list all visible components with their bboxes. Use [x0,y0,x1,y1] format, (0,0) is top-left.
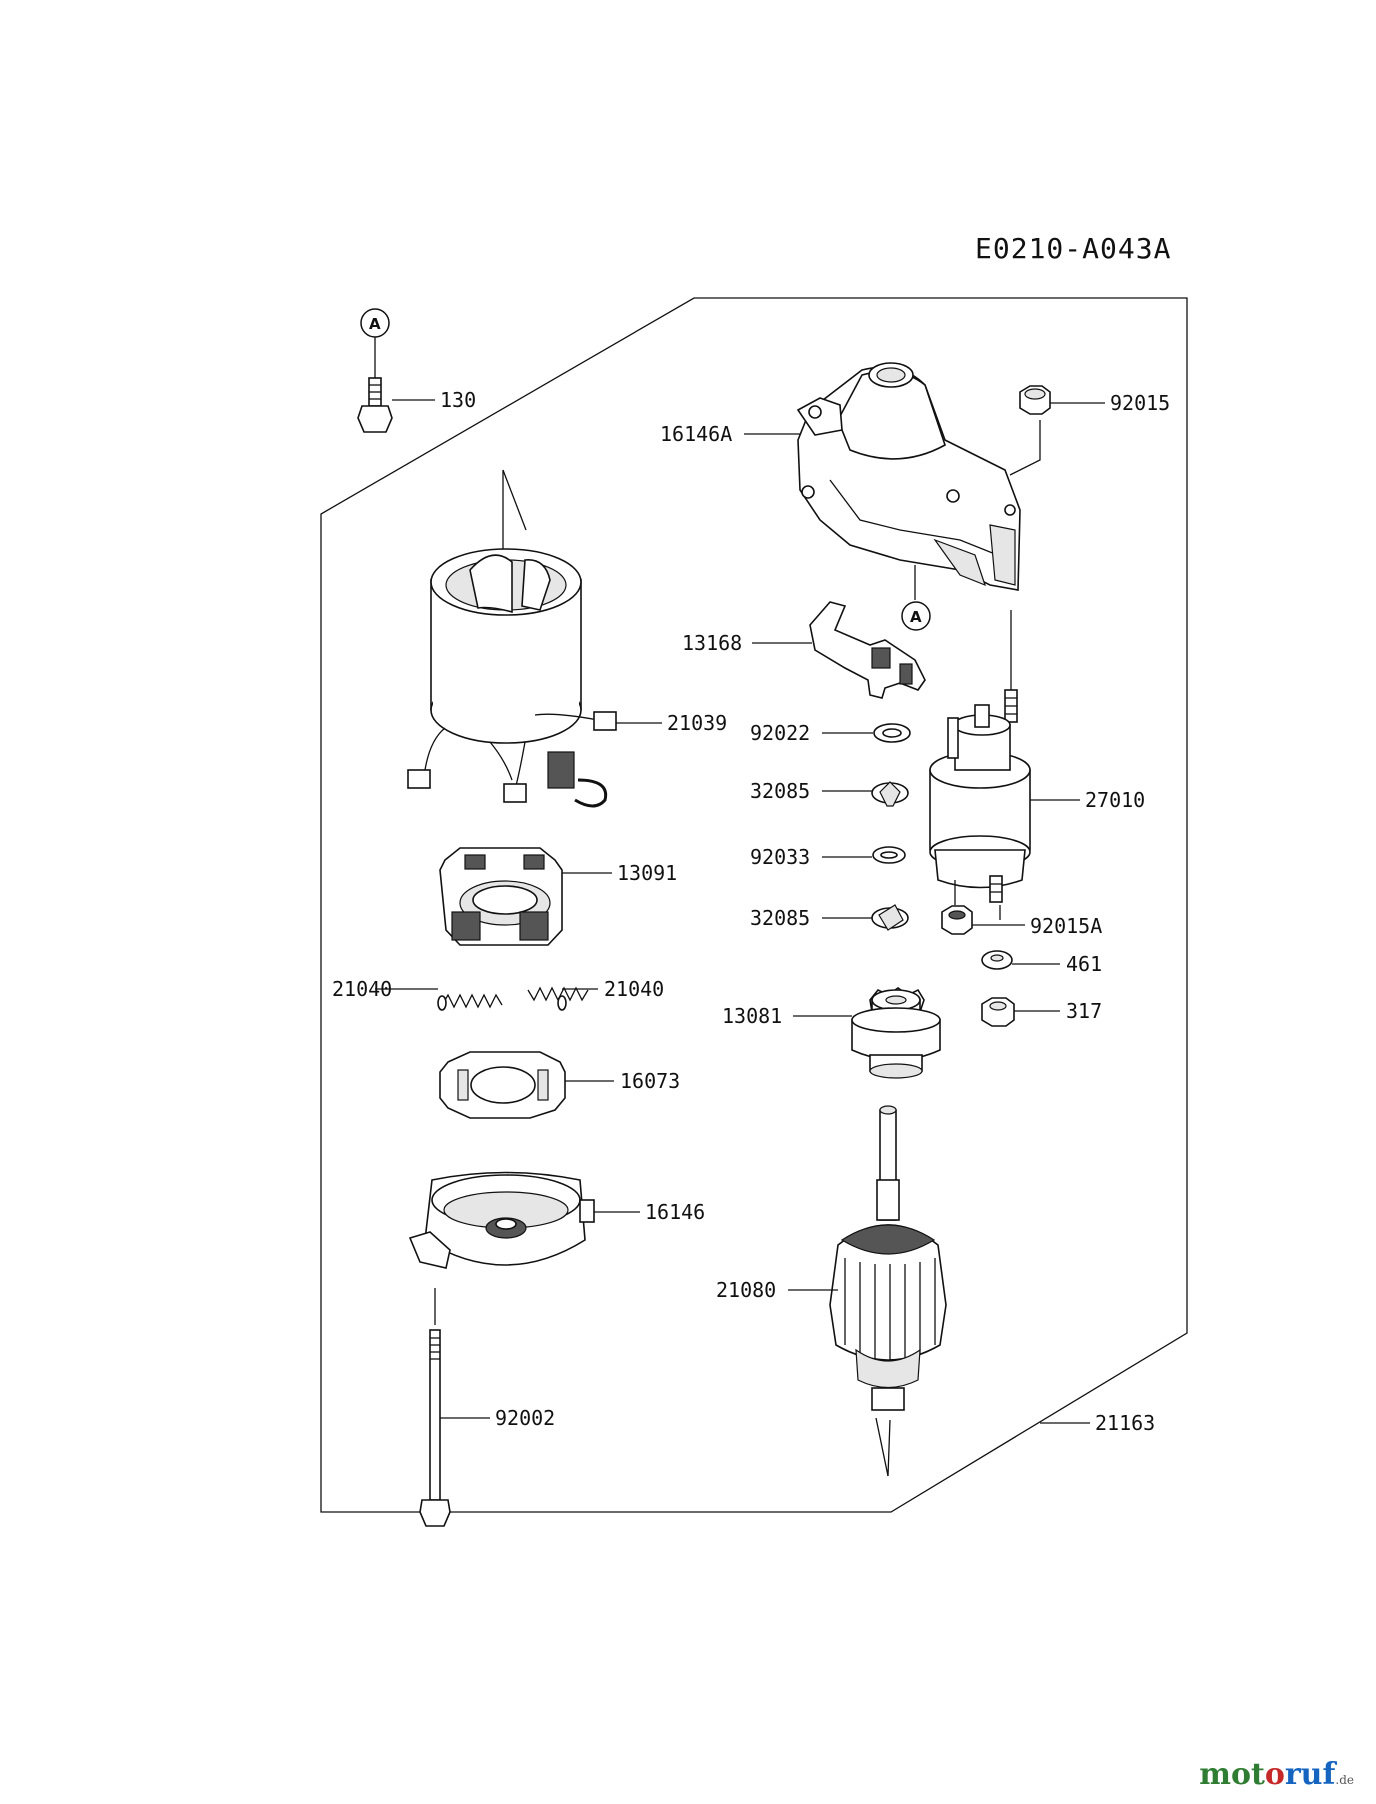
label-32085-lower: 32085 [750,906,810,930]
label-27010: 27010 [1085,788,1145,812]
label-16146a: 16146A [660,422,732,446]
label-92022: 92022 [750,721,810,745]
label-92002: 92002 [495,1406,555,1430]
brush-holder-icon [439,847,563,946]
bolt-130-icon [357,377,393,433]
label-92033: 92033 [750,845,810,869]
solenoid-icon [929,689,1031,903]
nut-92015a-icon [941,905,973,935]
label-16073: 16073 [620,1069,680,1093]
label-130: 130 [440,388,476,412]
field-coil-yoke-icon [407,469,617,808]
label-21163: 21163 [1095,1411,1155,1435]
label-21080: 21080 [716,1278,776,1302]
label-461: 461 [1066,952,1102,976]
assembly-frame [320,297,1188,1513]
washer-92033-icon [872,846,906,864]
nut-317-icon [981,997,1015,1027]
label-13081: 13081 [722,1004,782,1028]
brush-plate-icon [439,1051,566,1119]
ref-marker-a-housing: A [901,601,931,631]
nut-92015-icon [1019,385,1051,415]
diagram-code: E0210-A043A [975,232,1171,265]
front-housing-icon [796,362,1021,591]
label-92015a: 92015A [1030,914,1102,938]
watermark-logo: motoruf.de [1199,1757,1354,1792]
washer-92022-icon [873,723,911,743]
svg-text:A: A [369,315,381,333]
label-13168: 13168 [682,631,742,655]
spring-left-icon [437,993,503,1011]
label-92015: 92015 [1110,391,1170,415]
pin-32085-upper-icon [871,781,909,807]
label-13091: 13091 [617,861,677,885]
through-bolt-icon [419,1329,451,1527]
pin-32085-lower-icon [871,904,909,931]
label-21040-left: 21040 [332,977,392,1001]
label-317: 317 [1066,999,1102,1023]
armature-icon [829,1105,947,1411]
label-32085-upper: 32085 [750,779,810,803]
pinion-gear-icon [851,987,941,1079]
spring-right-icon [527,986,589,1011]
shift-lever-icon [809,601,926,699]
washer-461-icon [981,950,1013,970]
rear-cover-icon [408,1171,595,1269]
label-16146: 16146 [645,1200,705,1224]
label-21040-right: 21040 [604,977,664,1001]
label-21039: 21039 [667,711,727,735]
ref-marker-a-top: A [360,308,390,338]
svg-text:A: A [910,608,922,626]
